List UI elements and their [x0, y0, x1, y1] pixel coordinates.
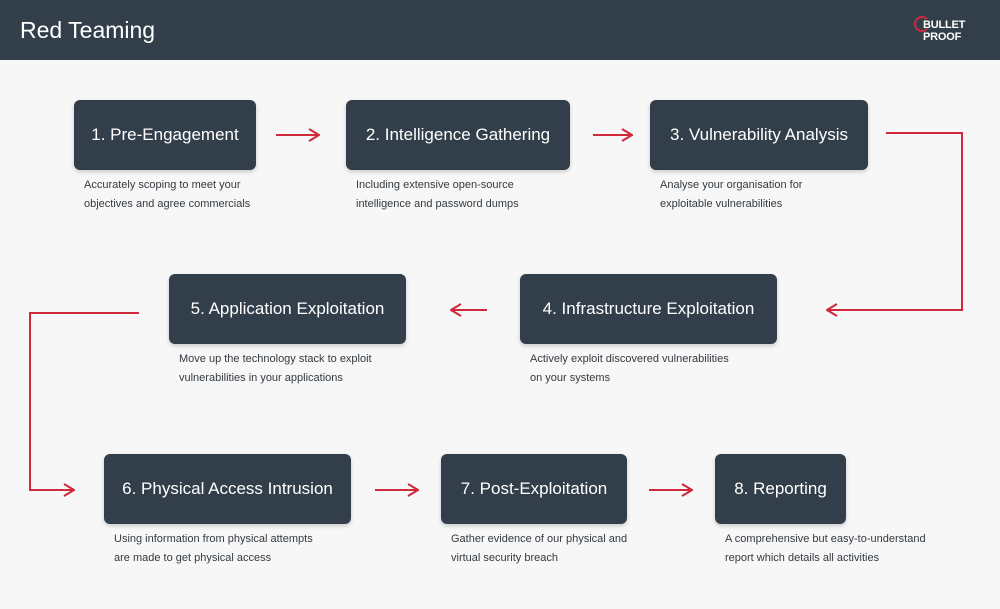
- step-1-label: 1. Pre-Engagement: [91, 125, 239, 144]
- step-2-description: Including extensive open-source intellig…: [356, 176, 656, 214]
- step-6-description: Using information from physical attempts…: [114, 530, 414, 568]
- step-5-desc-line1: Move up the technology stack to exploit: [179, 353, 372, 365]
- step-7-desc-line2: virtual security breach: [451, 552, 558, 564]
- page-title: Red Teaming: [20, 17, 156, 43]
- step-2-box: 2. Intelligence Gathering: [346, 100, 570, 170]
- step-6-desc-line1: Using information from physical attempts: [114, 533, 313, 545]
- step-4-desc-line2: on your systems: [530, 372, 611, 384]
- step-3-description: Analyse your organisation for exploitabl…: [660, 176, 960, 214]
- step-2-label: 2. Intelligence Gathering: [365, 125, 551, 144]
- header-bar: Red Teaming BULLET PROOF: [0, 0, 1000, 60]
- step-4-desc-line1: Actively exploit discovered vulnerabilit…: [530, 353, 729, 365]
- step-8-description: A comprehensive but easy-to-understand r…: [725, 530, 985, 568]
- step-8-desc-line1: A comprehensive but easy-to-understand: [725, 533, 926, 545]
- step-5-label: 5. Application Exploitation: [190, 299, 385, 318]
- step-1-description: Accurately scoping to meet your objectiv…: [84, 176, 384, 214]
- step-3-label: 3. Vulnerability Analysis: [670, 125, 848, 144]
- target-icon: [914, 16, 930, 32]
- step-2-desc-line1: Including extensive open-source: [356, 179, 514, 191]
- arrow-3-to-4: [827, 132, 963, 310]
- bulletproof-logo: BULLET PROOF: [912, 14, 974, 48]
- step-7-desc-line1: Gather evidence of our physical and: [451, 533, 628, 545]
- step-7-label: 7. Post-Exploitation: [460, 479, 608, 498]
- logo-text-line2: PROOF: [923, 31, 962, 43]
- step-4-box: 4. Infrastructure Exploitation: [520, 274, 777, 344]
- step-4-description: Actively exploit discovered vulnerabilit…: [530, 350, 830, 388]
- step-8-box: 8. Reporting: [715, 454, 846, 524]
- step-3-box: 3. Vulnerability Analysis: [650, 100, 868, 170]
- step-7-description: Gather evidence of our physical and virt…: [451, 530, 751, 568]
- step-5-desc-line2: vulnerabilities in your applications: [179, 372, 343, 384]
- step-4-label: 4. Infrastructure Exploitation: [542, 299, 755, 318]
- arrow-5-to-6: [29, 312, 139, 490]
- logo-text-line1: BULLET: [923, 19, 966, 31]
- step-6-box: 6. Physical Access Intrusion: [104, 454, 351, 524]
- step-8-label: 8. Reporting: [734, 479, 827, 498]
- step-5-box: 5. Application Exploitation: [169, 274, 406, 344]
- step-1-desc-line2: objectives and agree commercials: [84, 198, 251, 210]
- step-3-desc-line1: Analyse your organisation for: [660, 179, 803, 191]
- step-1-desc-line1: Accurately scoping to meet your: [84, 179, 241, 191]
- step-3-desc-line2: exploitable vulnerabilities: [660, 198, 783, 210]
- step-5-description: Move up the technology stack to exploit …: [179, 350, 479, 388]
- step-6-label: 6. Physical Access Intrusion: [122, 479, 333, 498]
- step-7-box: 7. Post-Exploitation: [441, 454, 627, 524]
- step-2-desc-line2: intelligence and password dumps: [356, 198, 519, 210]
- step-6-desc-line2: are made to get physical access: [114, 552, 272, 564]
- step-1-box: 1. Pre-Engagement: [74, 100, 256, 170]
- step-8-desc-line2: report which details all activities: [725, 552, 880, 564]
